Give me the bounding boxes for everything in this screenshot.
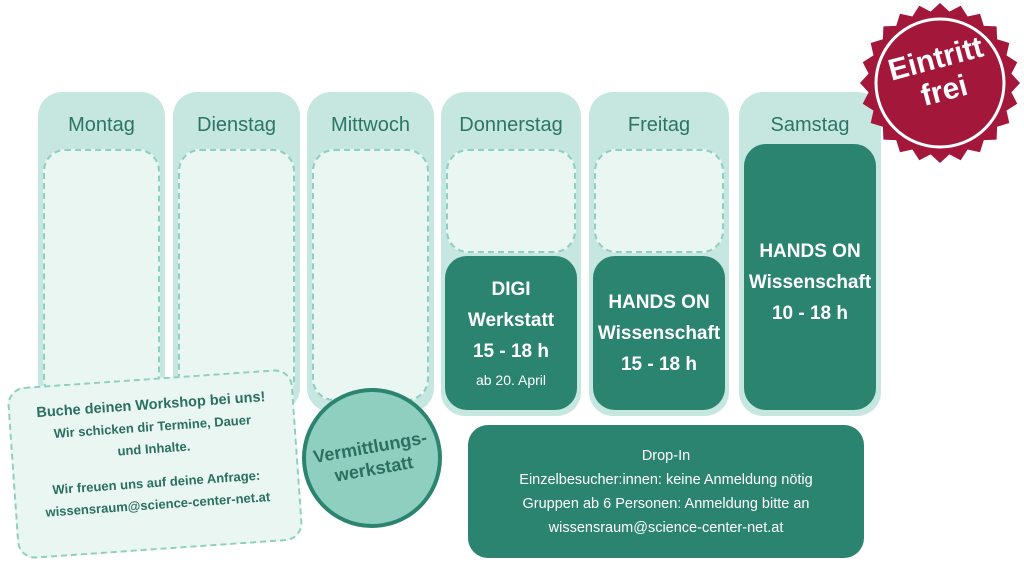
drop-in-line1: Einzelbesucher:innen: keine Anmeldung nö…: [519, 472, 813, 488]
day-title-freitag: Freitag: [627, 114, 691, 136]
event-time: 15 - 18 h: [620, 353, 698, 375]
event-time: 15 - 18 h: [472, 340, 550, 362]
workshop-booking-card: Buche deinen Workshop bei uns! Wir schic…: [6, 368, 304, 560]
event-note: ab 20. April: [475, 371, 547, 388]
event-title-line2: Werkstatt: [467, 309, 555, 331]
day-column-samstag: Samstag HANDS ON Wissenschaft 10 - 18 h: [739, 92, 881, 416]
event-hands-on-samstag[interactable]: HANDS ON Wissenschaft 10 - 18 h: [744, 144, 876, 410]
event-hands-on-freitag[interactable]: HANDS ON Wissenschaft 15 - 18 h: [593, 256, 725, 410]
day-column-mittwoch: Mittwoch: [307, 92, 434, 412]
day-title-montag: Montag: [68, 114, 135, 136]
event-title-line1: HANDS ON: [608, 291, 710, 313]
empty-slot-freitag: [594, 149, 724, 253]
empty-slot-montag: [43, 149, 160, 401]
drop-in-info-box: Drop-In Einzelbesucher:innen: keine Anme…: [468, 425, 864, 558]
eintritt-frei-seal-icon: [860, 3, 1020, 163]
day-title-dienstag: Dienstag: [197, 114, 276, 136]
event-title-line2: Wissenschaft: [748, 272, 872, 293]
empty-slot-donnerstag: [446, 149, 576, 253]
day-column-dienstag: Dienstag: [173, 92, 300, 412]
day-title-samstag: Samstag: [770, 114, 850, 136]
empty-slot-mittwoch: [312, 149, 429, 401]
day-column-donnerstag: Donnerstag DIGI Werkstatt 15 - 18 h ab 2…: [441, 92, 581, 416]
drop-in-email[interactable]: wissensraum@science-center-net.at: [548, 520, 784, 536]
day-title-mittwoch: Mittwoch: [331, 114, 410, 136]
event-time: 10 - 18 h: [771, 303, 849, 324]
event-title-line2: Wissenschaft: [597, 322, 721, 344]
empty-slot-dienstag: [178, 149, 295, 401]
event-title-line1: DIGI: [491, 278, 531, 300]
day-column-montag: Montag: [38, 92, 165, 412]
drop-in-line2: Gruppen ab 6 Personen: Anmeldung bitte a…: [522, 496, 810, 512]
day-title-donnerstag: Donnerstag: [459, 114, 563, 136]
day-column-freitag: Freitag HANDS ON Wissenschaft 15 - 18 h: [589, 92, 729, 416]
drop-in-title: Drop-In: [641, 448, 691, 464]
event-digi-werkstatt[interactable]: DIGI Werkstatt 15 - 18 h ab 20. April: [445, 256, 577, 410]
event-title-line1: HANDS ON: [759, 241, 861, 262]
